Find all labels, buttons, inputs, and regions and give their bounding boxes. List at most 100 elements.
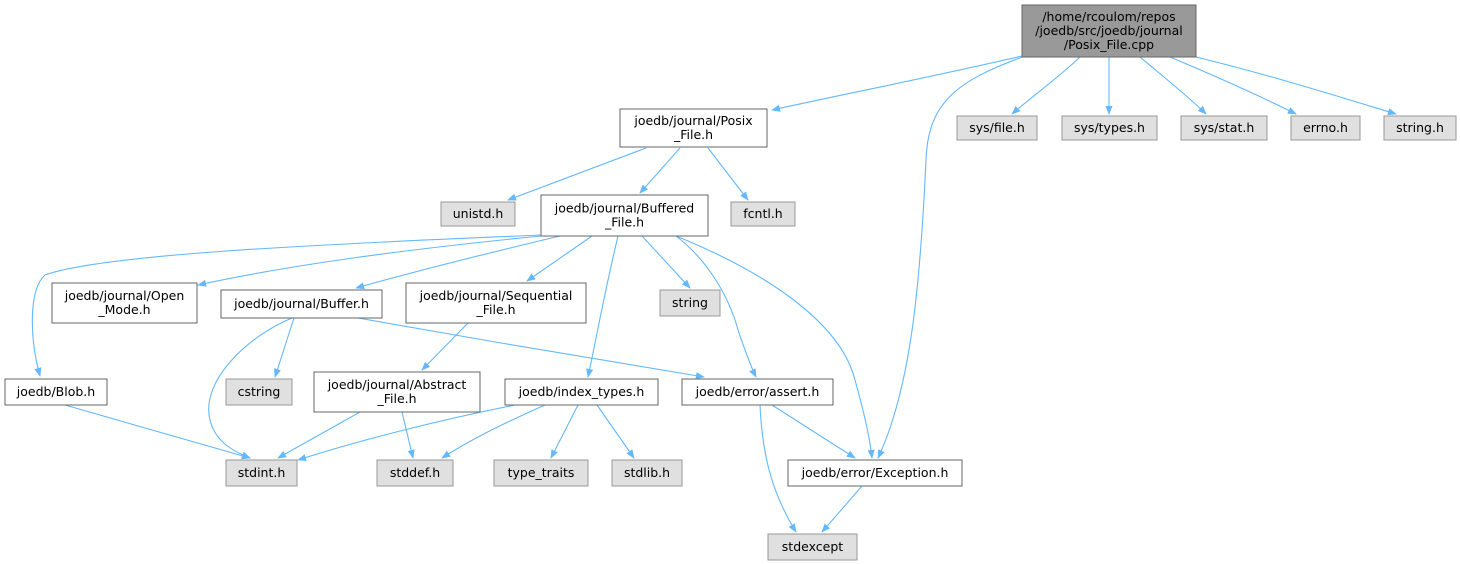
node-sysfile: sys/file.h [956, 115, 1038, 141]
node-box [767, 533, 858, 561]
node-box [619, 108, 768, 148]
edge-root-to-sysfile [1011, 56, 1081, 115]
nodes: /home/rcoulom/repos/joedb/src/joedb/jour… [4, 4, 1457, 561]
node-assert[interactable]: joedb/error/assert.h [681, 378, 834, 406]
node-stdint: stdint.h [225, 459, 298, 487]
node-label: joedb/journal/Sequential [419, 288, 573, 303]
node-label: _File.h [475, 302, 515, 317]
edge-buffered-to-assert [675, 235, 757, 378]
edge-assert-to-exception [771, 404, 856, 459]
node-box [681, 378, 834, 406]
node-box [225, 378, 293, 406]
node-box [1290, 115, 1361, 141]
node-stringh: string.h [1383, 115, 1457, 141]
node-indextypes[interactable]: joedb/index_types.h [504, 378, 659, 406]
node-label: stdexcept [782, 539, 843, 554]
edge-indextypes-to-stddef [441, 404, 546, 459]
node-label: _File.h [376, 391, 416, 406]
edge-assert-to-stdexcept [759, 404, 797, 533]
node-label: string [672, 295, 708, 310]
edge-indextypes-to-stdint [297, 404, 516, 461]
node-unistd: unistd.h [440, 201, 516, 227]
node-typetraits: type_traits [493, 459, 589, 487]
edge-buffered-to-string [641, 235, 691, 289]
edge-posix_h-to-buffered [639, 147, 681, 194]
node-stddef: stddef.h [376, 459, 454, 487]
node-posix_h[interactable]: joedb/journal/Posix_File.h [619, 108, 768, 148]
node-abstract[interactable]: joedb/journal/Abstract_File.h [313, 371, 481, 413]
node-systypes: sys/types.h [1061, 115, 1158, 141]
node-label: _Mode.h [97, 302, 150, 317]
node-errno: errno.h [1290, 115, 1361, 141]
edge-abstract-to-stddef [401, 411, 415, 459]
node-box [1383, 115, 1457, 141]
node-box [1180, 115, 1268, 141]
node-label: cstring [238, 384, 281, 399]
node-cstring: cstring [225, 378, 293, 406]
node-box [611, 459, 683, 487]
node-label: joedb/journal/Posix [633, 113, 752, 128]
node-label: unistd.h [453, 206, 504, 221]
node-sysstat: sys/stat.h [1180, 115, 1268, 141]
node-label: joedb/Blob.h [16, 384, 95, 399]
edge-abstract-to-stdint [277, 411, 361, 459]
edge-indextypes-to-typetraits [550, 404, 579, 459]
node-box [313, 371, 481, 413]
node-buffer[interactable]: joedb/journal/Buffer.h [220, 289, 383, 319]
edge-root-to-posix_h [771, 55, 1023, 112]
edge-posix_h-to-unistd [507, 147, 647, 201]
node-sequential[interactable]: joedb/journal/Sequential_File.h [405, 282, 587, 324]
node-buffered[interactable]: joedb/journal/Buffered_File.h [540, 194, 709, 237]
node-stdlib: stdlib.h [611, 459, 683, 487]
node-box [730, 201, 796, 227]
node-label: sys/file.h [969, 120, 1025, 135]
edge-buffered-to-openmode [197, 235, 542, 287]
node-blob[interactable]: joedb/Blob.h [4, 378, 108, 406]
node-label: _File.h [673, 127, 713, 142]
node-box [440, 201, 516, 227]
node-label: joedb/journal/Buffered [554, 201, 694, 216]
node-box [220, 289, 383, 319]
node-box [51, 282, 198, 324]
node-root[interactable]: /home/rcoulom/repos/joedb/src/joedb/jour… [1021, 4, 1197, 58]
edge-exception-to-stdexcept [821, 485, 863, 533]
edge-sequential-to-abstract [421, 322, 469, 371]
node-box [659, 289, 721, 317]
node-box [4, 378, 108, 406]
node-label: stddef.h [390, 465, 440, 480]
node-box [540, 194, 709, 237]
edge-posix_h-to-fcntl [707, 147, 749, 201]
edge-root-to-exception [877, 55, 1026, 459]
node-label: joedb/journal/Buffer.h [233, 296, 369, 311]
node-label: errno.h [1303, 120, 1348, 135]
node-fcntl: fcntl.h [730, 201, 796, 227]
node-stdexcept: stdexcept [767, 533, 858, 561]
node-label: joedb/journal/Open [64, 288, 185, 303]
node-label: joedb/error/assert.h [695, 384, 820, 399]
node-label: sys/stat.h [1194, 120, 1255, 135]
edge-buffer-to-stdint [208, 317, 293, 459]
edge-buffer-to-assert [357, 317, 705, 380]
edge-root-to-errno [1169, 56, 1297, 115]
node-label: stdlib.h [624, 465, 670, 480]
node-box [225, 459, 298, 487]
node-label: _File.h [604, 215, 644, 230]
node-box [1061, 115, 1158, 141]
node-box [504, 378, 659, 406]
node-label: joedb/error/Exception.h [801, 465, 949, 480]
node-label: /Posix_File.cpp [1064, 37, 1154, 52]
node-box [376, 459, 454, 487]
edge-buffered-to-sequential [526, 235, 593, 282]
node-exception[interactable]: joedb/error/Exception.h [787, 459, 963, 487]
node-label: /joedb/src/joedb/journal [1035, 23, 1182, 38]
node-label: fcntl.h [743, 206, 782, 221]
node-label: /home/rcoulom/repos [1042, 9, 1175, 24]
node-box [493, 459, 589, 487]
edge-buffered-to-exception [675, 235, 875, 459]
edge-buffer-to-cstring [274, 317, 295, 378]
edge-root-to-sysstat [1139, 56, 1207, 115]
node-openmode[interactable]: joedb/journal/Open_Mode.h [51, 282, 198, 324]
edge-buffered-to-buffer [355, 235, 561, 290]
edge-indextypes-to-stdlib [596, 404, 635, 459]
node-box [405, 282, 587, 324]
